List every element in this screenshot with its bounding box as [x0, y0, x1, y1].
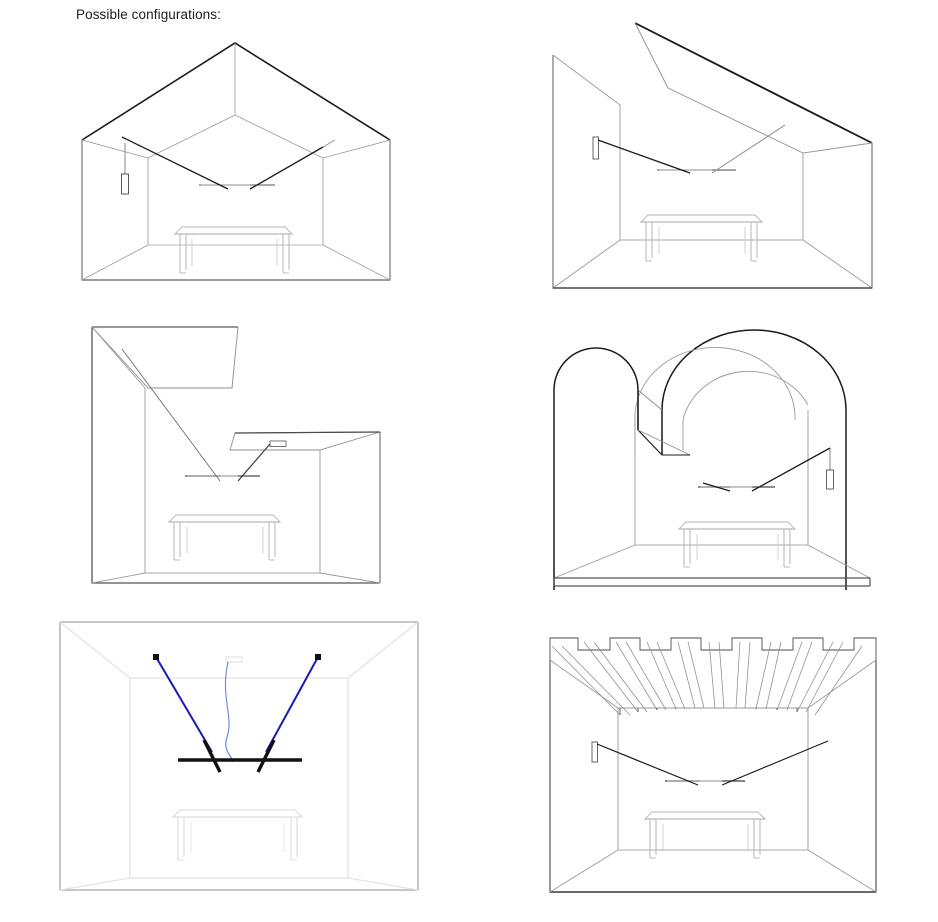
wall-anchor[interactable]: [592, 136, 599, 160]
light-bar[interactable]: [178, 739, 302, 773]
configuration-6[interactable]: [540, 620, 890, 902]
ceiling-beams: [549, 637, 877, 716]
configuration-2[interactable]: [540, 10, 890, 305]
room-shell-vault: [553, 329, 871, 590]
pendant-lamp[interactable]: [826, 448, 834, 490]
diagonal-cable: [121, 348, 271, 482]
blue-suspension-cable-right[interactable]: [265, 654, 321, 753]
table: [173, 226, 294, 274]
diagonal-cable: [121, 136, 336, 190]
table: [171, 809, 304, 861]
configuration-1[interactable]: [70, 30, 420, 310]
diagonal-cable: [596, 740, 829, 786]
room-shell-frontal: [59, 621, 419, 891]
room-shell-gabled: [81, 42, 391, 281]
room-shell-beamed: [549, 659, 877, 893]
page-title: Possible configurations:: [76, 7, 221, 22]
diagonal-cable: [702, 447, 831, 492]
wavy-power-cord: [224, 656, 243, 763]
table: [643, 811, 767, 859]
configuration-4[interactable]: [540, 315, 890, 590]
diagonal-cable: [597, 124, 786, 174]
table: [677, 521, 797, 568]
ceiling-mount-box[interactable]: [269, 440, 287, 447]
table: [639, 214, 764, 262]
configuration-5[interactable]: [52, 612, 427, 902]
table: [167, 514, 282, 561]
configuration-3[interactable]: [80, 315, 400, 590]
wall-anchor[interactable]: [591, 741, 598, 763]
pendant-lamp[interactable]: [121, 143, 129, 195]
room-shell-soffit: [91, 326, 381, 584]
room-shell-sloped: [552, 22, 873, 289]
blue-suspension-cable-left[interactable]: [153, 654, 213, 753]
